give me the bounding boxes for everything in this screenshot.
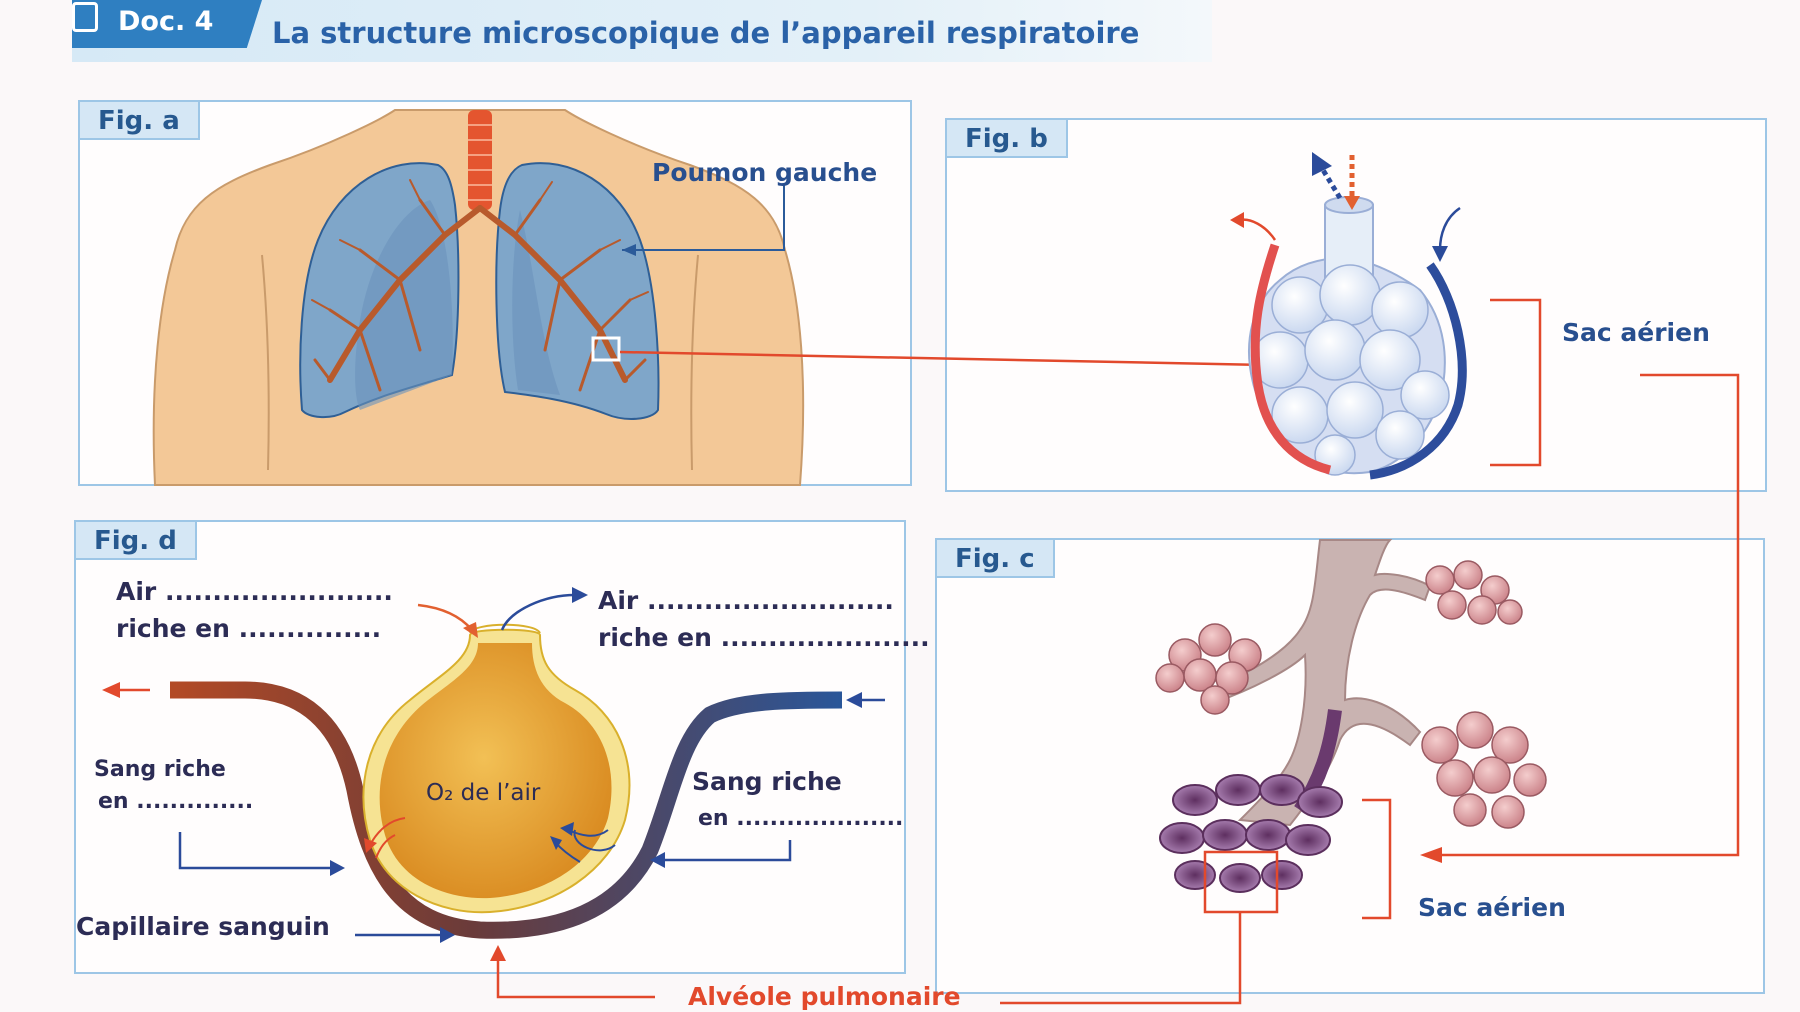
page-title: La structure microscopique de l’appareil…	[272, 16, 1140, 50]
sang-right-line-2: en ....................	[698, 806, 904, 831]
zoom-box	[591, 336, 621, 362]
alveolus-bulb	[362, 623, 631, 914]
capillary-vessel	[170, 681, 843, 939]
sac-aerien-illustration	[1248, 196, 1467, 480]
trachea	[468, 110, 492, 210]
connector-footer-d-head	[490, 945, 506, 961]
pink-alveoli-clusters	[1155, 560, 1547, 829]
poumon-pointer-line	[622, 185, 785, 251]
air-right-line-2: riche en ......................	[598, 623, 930, 652]
document-icon	[72, 2, 98, 32]
sang-left-line-2: en ..............	[98, 789, 254, 814]
connector-b-c-head	[1420, 847, 1442, 863]
air-left-line-1: Air ........................	[116, 577, 393, 606]
fig-d-flow-arrows	[102, 587, 885, 943]
fig-c-sac-bracket	[1362, 798, 1392, 920]
alveole-pulmonaire-label: Alvéole pulmonaire	[688, 982, 961, 1011]
connector-c-footer	[1000, 912, 1242, 1005]
connector-footer-d	[496, 950, 655, 999]
fig-d-tag: Fig. d	[76, 522, 197, 560]
bronchial-tree	[311, 179, 649, 392]
connector-b-c	[1438, 373, 1740, 857]
doc-tag-label: Doc. 4	[118, 6, 214, 37]
purple-alveoli-cluster	[1159, 774, 1343, 893]
fig-b-flow-arrows	[1230, 152, 1461, 262]
sang-left-line-1: Sang riche	[94, 757, 226, 782]
fig-b-sac-bracket	[1490, 298, 1542, 467]
fig-c-sac-label: Sac aérien	[1418, 893, 1566, 922]
fig-c-tag: Fig. c	[937, 540, 1055, 578]
o2-label: O₂ de l’air	[426, 780, 541, 806]
air-left-line-2: riche en ...............	[116, 614, 382, 643]
fig-b-tag: Fig. b	[947, 120, 1068, 158]
capillaire-label: Capillaire sanguin	[76, 912, 330, 941]
air-right-line-1: Air ..........................	[598, 586, 894, 615]
fig-a-tag: Fig. a	[80, 102, 200, 140]
poumon-pointer-head	[622, 244, 636, 256]
sang-right-line-1: Sang riche	[692, 767, 842, 796]
poumon-gauche-label: Poumon gauche	[652, 158, 878, 187]
connector-a-b	[619, 350, 1266, 367]
fig-b-sac-label: Sac aérien	[1562, 318, 1710, 347]
doc-tag: Doc. 4	[72, 0, 262, 48]
header-band	[72, 0, 1212, 62]
